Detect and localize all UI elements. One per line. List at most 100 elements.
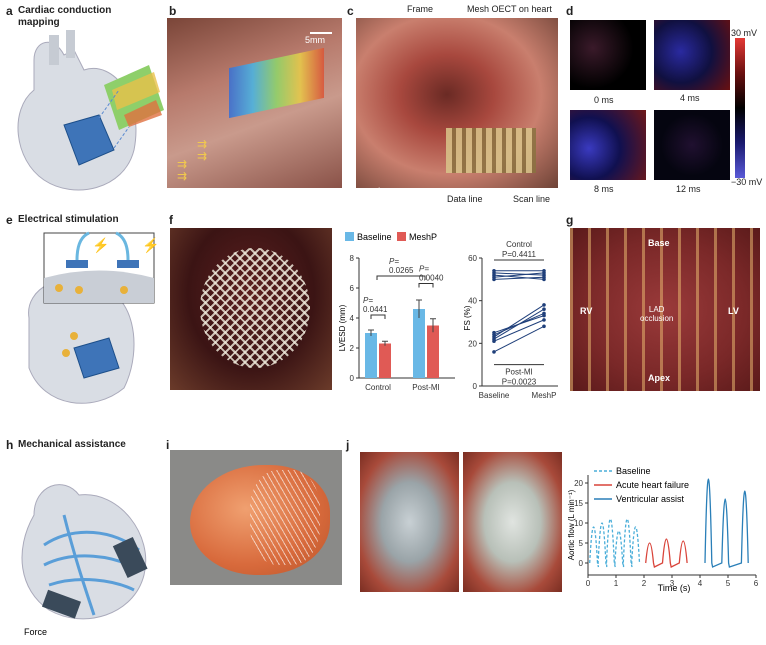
panel-g-lad-line2: occlusion — [640, 314, 674, 323]
panel-label-f: f — [169, 213, 173, 227]
legend-swatch-baseline — [345, 232, 354, 241]
fs-point — [492, 350, 496, 354]
flow-x-tick-label: 2 — [642, 579, 647, 588]
panel-b-activation-map — [229, 47, 324, 119]
panel-d-map-12 — [654, 110, 730, 180]
panel-d-map-0 — [570, 20, 646, 90]
panel-b-scale-bar — [310, 32, 332, 34]
fs-pair-line — [493, 319, 545, 342]
fs-group-label-postmi: Post-MI — [505, 368, 533, 377]
bar-y-tick-label: 6 — [350, 284, 355, 293]
fs-point — [492, 335, 496, 339]
panel-j-photo-1 — [360, 452, 459, 592]
panel-f-mesh — [200, 248, 310, 368]
pvalue-label-line2: 0.0265 — [389, 266, 414, 275]
pvalue-bracket — [376, 275, 426, 280]
fs-point — [492, 269, 496, 273]
pvalue-label-line1: P= — [363, 296, 373, 305]
bar-y-tick-label: 4 — [350, 314, 355, 323]
fs-pvalue-control: P=0.4411 — [502, 250, 536, 259]
fs-y-tick-label: 40 — [468, 297, 477, 306]
flow-x-tick-label: 4 — [698, 579, 703, 588]
panel-c-mesh-label: Mesh OECT on heart — [467, 4, 552, 14]
panel-g-base-label: Base — [648, 238, 670, 248]
panel-j-flow-chart: Aortic flow (L min⁻¹) Time (s) Baseline … — [567, 466, 759, 593]
panel-g-mesh — [570, 228, 760, 391]
svg-text:⚡: ⚡ — [92, 237, 109, 254]
fs-y-tick-label: 0 — [473, 382, 478, 391]
panel-a-title-line2: mapping — [18, 17, 60, 28]
panel-h-illustration: Force — [21, 484, 148, 637]
fs-y-axis-label: FS (%) — [463, 305, 472, 330]
pvalue-label-line1: P= — [389, 257, 399, 266]
fs-point — [542, 269, 546, 273]
fs-point — [492, 339, 496, 343]
flow-x-tick-label: 0 — [586, 579, 591, 588]
legend-label-meshp: MeshP — [409, 232, 437, 242]
panel-g-apex-label: Apex — [648, 373, 671, 383]
panel-a-title-line1: Cardiac conduction — [18, 5, 112, 16]
pvalue-label-line2: 0.0441 — [363, 305, 388, 314]
fs-point — [542, 307, 546, 311]
bar — [379, 343, 391, 378]
flow-y-axis-label: Aortic flow (L min⁻¹) — [567, 489, 576, 560]
panel-label-b: b — [169, 4, 177, 18]
flow-x-tick-label: 6 — [754, 579, 759, 588]
panel-g-lad-line1: LAD — [648, 305, 665, 314]
fs-point — [542, 275, 546, 279]
flow-y-tick-label: 0 — [579, 559, 584, 568]
panel-b-arrows: ⇉⇉ — [197, 137, 208, 163]
panel-d-colorbar — [735, 38, 745, 178]
fs-y-tick-label: 20 — [468, 339, 477, 348]
fs-pair-line — [493, 315, 545, 334]
panel-label-d: d — [566, 4, 574, 18]
bar-y-tick-label: 0 — [350, 374, 355, 383]
svg-text:⚡: ⚡ — [142, 237, 159, 254]
panel-d-time-0: 0 ms — [594, 95, 614, 105]
flow-series-line — [645, 538, 688, 568]
fs-point — [492, 330, 496, 335]
panel-a-title: Cardiac conduction mapping — [18, 5, 111, 29]
panel-c-frame-label: Frame — [407, 4, 434, 14]
flow-y-tick-label: 15 — [574, 499, 583, 508]
flow-legend-assist: Ventricular assist — [616, 494, 685, 504]
fs-category-label: MeshP — [532, 391, 557, 400]
fs-pair-line — [493, 274, 545, 280]
bar — [413, 309, 425, 378]
flow-legend-acute: Acute heart failure — [616, 480, 689, 490]
bar — [427, 325, 439, 378]
panel-d-map-4 — [654, 20, 730, 90]
bar-category-label: Post-MI — [412, 383, 440, 392]
flow-series-line — [589, 518, 641, 568]
fs-pair-line — [493, 276, 545, 280]
pvalue-bracket — [370, 314, 386, 319]
panel-c-lung-label: Lung — [378, 186, 399, 196]
panel-i-photo — [170, 450, 342, 585]
fs-point — [492, 277, 496, 282]
flow-x-tick-label: 1 — [614, 579, 619, 588]
fs-point — [542, 318, 546, 322]
flow-x-tick-label: 3 — [670, 579, 675, 588]
panel-c-scanline-label: Scan line — [513, 194, 551, 204]
panel-label-g: g — [566, 213, 574, 227]
flow-legend-baseline: Baseline — [616, 466, 651, 476]
bar-y-axis-label: LVESD (mm) — [338, 304, 347, 351]
pvalue-label-line2: 0.0040 — [419, 274, 444, 283]
panel-d-time-12: 12 ms — [676, 184, 701, 194]
legend-label-baseline: Baseline — [357, 232, 392, 242]
panel-label-i: i — [166, 438, 170, 452]
panel-h-force-label: Force — [24, 627, 47, 637]
panel-a-heart-illustration — [17, 30, 164, 191]
panel-e-title: Electrical stimulation — [18, 214, 119, 225]
panel-j-photo-2 — [463, 452, 562, 592]
panel-label-c: c — [347, 4, 354, 18]
flow-x-tick-label: 5 — [726, 579, 731, 588]
bar-y-tick-label: 8 — [350, 254, 355, 263]
panel-b-arrows-lower: ⇉⇉ — [177, 157, 188, 183]
panel-d-colorbar-max: 30 mV — [731, 28, 758, 38]
panel-label-a: a — [6, 4, 13, 18]
panel-f-photo — [170, 228, 332, 390]
flow-y-tick-label: 10 — [574, 519, 583, 528]
